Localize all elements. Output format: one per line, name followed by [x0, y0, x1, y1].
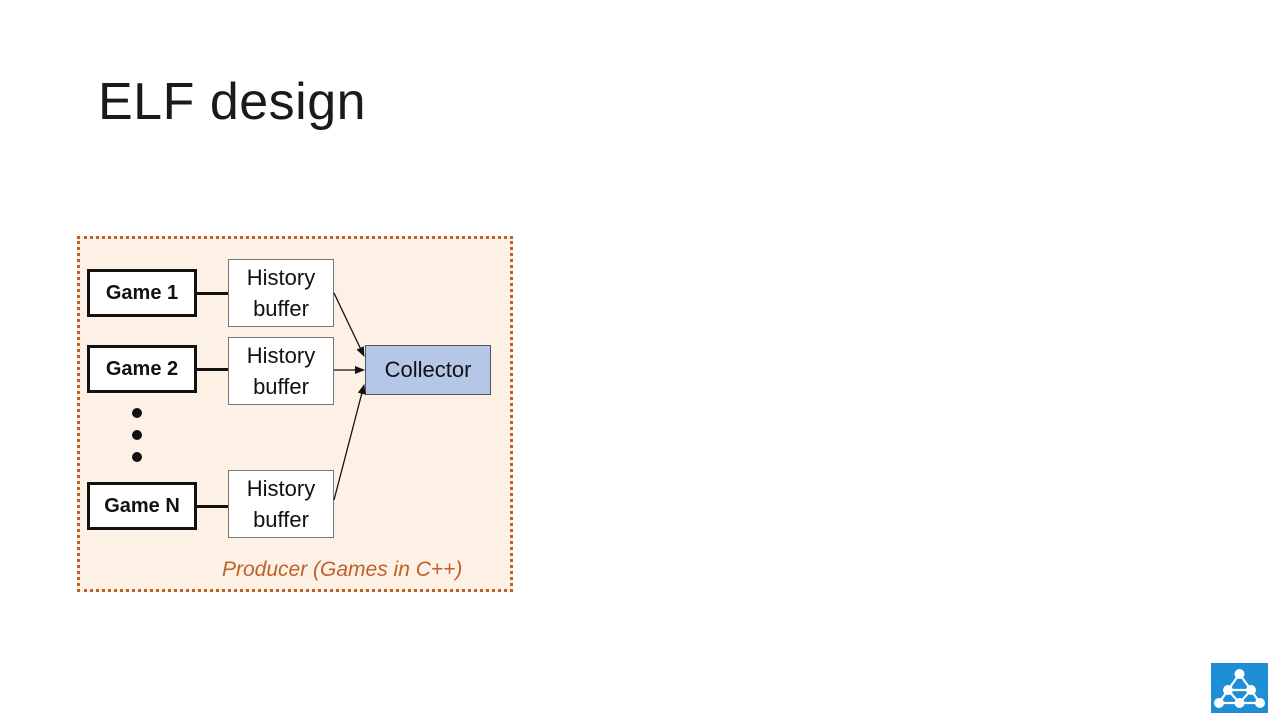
network-triangle-logo-icon	[1211, 663, 1268, 713]
history-buffer-2: History buffer	[228, 337, 334, 405]
ellipsis-dot	[132, 452, 142, 462]
game-2-connector	[197, 368, 228, 371]
game-1-box: Game 1	[87, 269, 197, 317]
history-buffer-1-line1: History	[246, 265, 316, 290]
game-1-connector	[197, 292, 228, 295]
ellipsis-dot	[132, 430, 142, 440]
arrow-buffer-n-to-collector	[333, 384, 366, 501]
game-2-box: Game 2	[87, 345, 197, 393]
producer-region-label: Producer (Games in C++)	[222, 558, 463, 581]
ellipsis-dot	[132, 408, 142, 418]
collector-box: Collector	[365, 345, 491, 395]
history-buffer-1: History buffer	[228, 259, 334, 327]
game-n-connector	[197, 505, 228, 508]
slide-title: ELF design	[98, 73, 367, 131]
history-buffer-2-line1: History	[246, 343, 316, 368]
arrow-buffer-1-to-collector	[333, 292, 365, 357]
history-buffer-1-line2: buffer	[253, 296, 309, 321]
history-buffer-n-line2: buffer	[253, 507, 309, 532]
history-buffer-2-line2: buffer	[253, 374, 309, 399]
game-n-box: Game N	[87, 482, 197, 530]
history-buffer-n: History buffer	[228, 470, 334, 538]
history-buffer-n-line1: History	[246, 476, 316, 501]
